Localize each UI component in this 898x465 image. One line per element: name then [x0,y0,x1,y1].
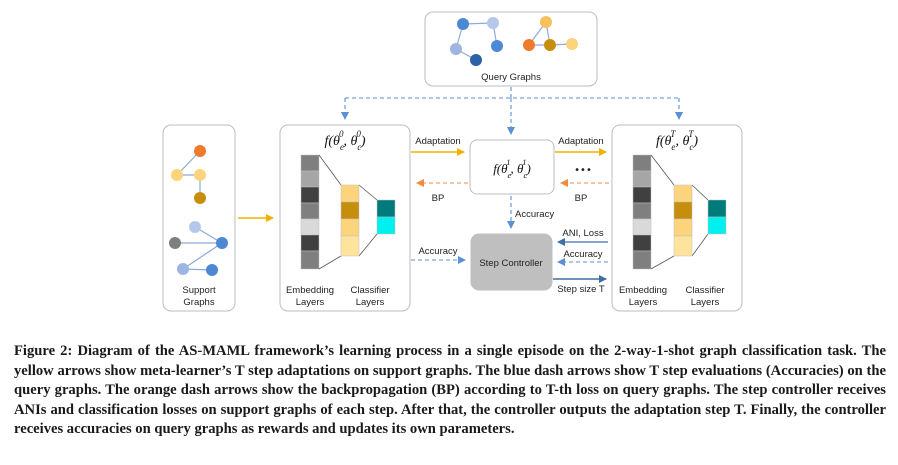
embedding-label-initial-1: Embedding [286,285,334,296]
bp-label-2: BP [575,193,588,204]
embedding-label-initial-2: Layers [296,297,325,308]
accuracy-label-left: Accuracy [418,246,457,257]
ellipsis: ••• [574,165,592,176]
classifier-label-final-1: Classifier [685,285,724,296]
support-graphs-box: Support Graphs [162,124,236,312]
step-size-label: Step size T [557,284,605,295]
support-graph-orange [171,145,206,204]
classifier-label-initial-2: Layers [356,297,385,308]
query-graphs-box: Query Graphs [424,11,598,87]
classifier-layers-final [673,184,727,257]
query-graphs-label: Query Graphs [481,72,541,83]
framework-diagram: Query Graphs Support Graphs [162,11,743,312]
embedding-label-final-1: Embedding [619,285,667,296]
adaptation-label-2: Adaptation [558,136,603,147]
ani-loss-label: ANI, Loss [562,228,603,239]
embedding-label-final-2: Layers [629,297,658,308]
embedding-layers-final [632,154,652,270]
embedding-layers-initial [300,154,320,270]
model-initial-function: f(θe0, θc0) [325,129,366,152]
adaptation-label-1: Adaptation [415,136,460,147]
support-graphs-label-2: Graphs [183,297,214,308]
query-graph-orange [523,16,578,51]
model-initial-box: f(θe0, θc0) Embedding Layers Class [279,124,411,312]
support-graphs-label-1: Support [182,285,216,296]
query-graph-blue [450,17,503,66]
figure-caption: Figure 2: Diagram of the AS-MAML framewo… [14,343,886,438]
embedding-classifier-links-initial [318,154,378,270]
embedding-classifier-links-final [650,154,709,270]
model-final-box: f(θeT, θcT) Embedding Layers Classifier [611,124,743,312]
query-eval-arrows [341,87,683,266]
classifier-label-final-2: Layers [691,297,720,308]
model-final-function: f(θeT, θcT) [656,129,698,152]
classifier-label-initial-1: Classifier [350,285,389,296]
support-graph-blue [169,221,228,276]
model-step1-function: f(θe1, θc1) [493,157,531,180]
step-controller-label: Step Controller [479,258,542,269]
model-step1-box: f(θe1, θc1) [469,139,555,195]
step-controller: Step Controller [470,233,553,291]
accuracy-label-vertical: Accuracy [515,209,554,220]
bp-label-1: BP [432,193,445,204]
classifier-layers-initial [340,184,396,257]
accuracy-label-right: Accuracy [563,249,602,260]
